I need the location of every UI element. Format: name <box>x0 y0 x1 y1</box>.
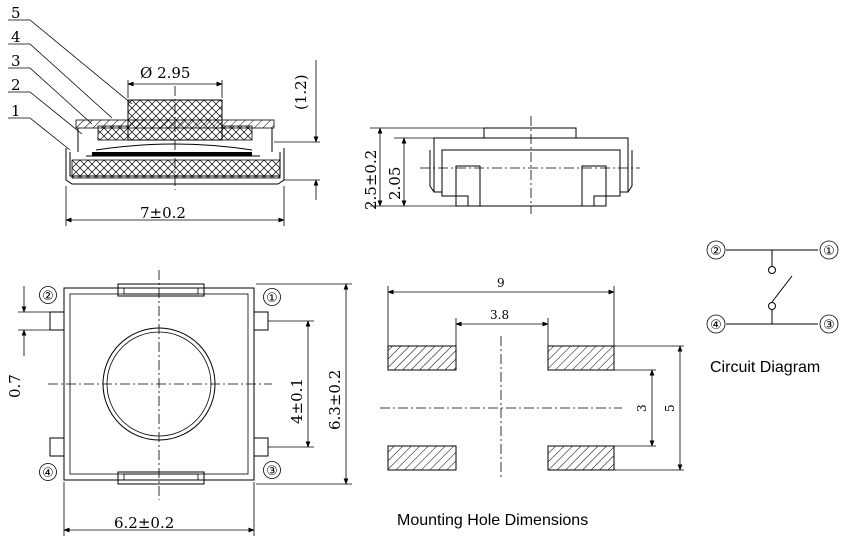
pad-top-left <box>387 345 457 371</box>
circuit-diagram <box>706 240 839 334</box>
mounting-pads <box>380 336 622 480</box>
pin-offset-dimension <box>18 286 50 356</box>
mounting-gap-label: 3 <box>635 404 649 412</box>
diameter-label: Ø 2.95 <box>140 64 190 82</box>
part-label-3: 3 <box>11 52 21 70</box>
circuit-pin-4: ④ <box>710 318 722 333</box>
top-view <box>48 270 272 500</box>
part-label-5: 5 <box>11 4 21 22</box>
circuit-pin-3: ③ <box>823 318 835 333</box>
top-pin-4: ④ <box>42 466 54 481</box>
pin-span-dimension <box>268 320 314 448</box>
circuit-pin-1: ① <box>823 244 835 259</box>
mounting-outer-label: 9 <box>497 276 505 290</box>
mounting-width-dimensions <box>387 286 615 346</box>
pad-top-right <box>547 345 615 371</box>
pad-bottom-left <box>387 445 457 471</box>
mounting-outer-height-label: 5 <box>663 404 677 412</box>
top-pin-1: ① <box>266 291 278 306</box>
mounting-height-dimensions <box>614 345 684 471</box>
outer-height-dimension <box>256 283 352 485</box>
top-width-label: 6.2±0.2 <box>114 514 174 532</box>
circuit-caption: Circuit Diagram <box>710 359 820 376</box>
front-total-height-label: 2.5±0.2 <box>362 150 380 210</box>
front-view <box>420 116 640 214</box>
side-section-view <box>8 19 285 190</box>
part-label-2: 2 <box>11 76 21 94</box>
pad-bottom-right <box>547 445 615 471</box>
circuit-pin-2: ② <box>710 244 722 259</box>
outer-height-label: 6.3±0.2 <box>326 370 344 430</box>
diameter-dimension <box>127 80 223 98</box>
top-pin-2: ② <box>42 289 54 304</box>
pin-offset-label: 0.7 <box>6 374 24 398</box>
switch-contact <box>771 275 793 303</box>
side-width-dimension <box>65 186 285 226</box>
pin-span-label: 4±0.1 <box>288 378 306 424</box>
height-ref-dimension <box>274 60 320 200</box>
height-ref-label: (1.2) <box>292 74 310 110</box>
part-label-4: 4 <box>11 28 21 46</box>
top-pin-3: ③ <box>266 464 278 479</box>
front-body-height-label: 2.05 <box>386 167 404 200</box>
top-view-pin-markers <box>39 286 281 481</box>
mounting-caption: Mounting Hole Dimensions <box>397 512 588 529</box>
top-width-dimension <box>63 482 255 536</box>
front-height-dimensions <box>370 127 484 207</box>
side-width-label: 7±0.2 <box>140 204 186 222</box>
part-label-1: 1 <box>11 102 21 120</box>
mounting-inner-label: 3.8 <box>490 308 509 322</box>
